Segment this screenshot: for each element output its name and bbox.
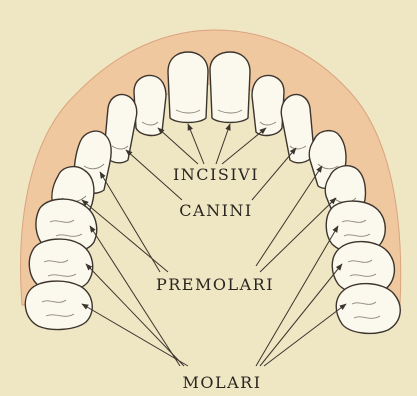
- label-incisors: INCISIVI: [173, 165, 259, 184]
- label-canines: CANINI: [179, 201, 252, 220]
- label-molars: MOLARI: [182, 373, 261, 392]
- label-premolars: PREMOLARI: [156, 275, 274, 294]
